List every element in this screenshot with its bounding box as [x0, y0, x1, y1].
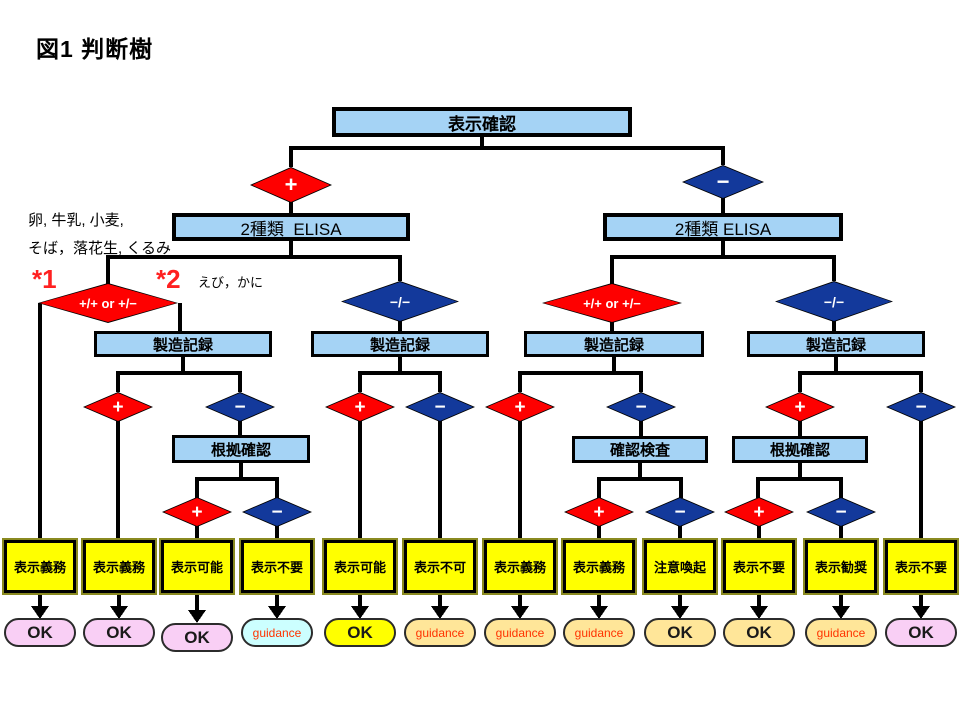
production-record-box-4: 製造記録: [747, 331, 925, 357]
down-arrowhead: [912, 606, 930, 619]
result-oval-5: OK: [324, 618, 396, 647]
down-arrowhead: [431, 606, 449, 619]
down-arrowhead: [110, 606, 128, 619]
decision-diamond-minus-rec4: −: [886, 392, 956, 422]
outcome-box-6: 表示不可: [404, 540, 476, 593]
outcome-box-9: 注意喚起: [644, 540, 716, 593]
outcome-box-12: 表示不要: [885, 540, 957, 593]
evidence-check-box-right: 根拠確認: [732, 436, 868, 463]
down-arrowhead: [31, 606, 49, 619]
outcome-box-11: 表示勧奨: [805, 540, 877, 593]
outcome-box-10: 表示不要: [723, 540, 795, 593]
production-record-box-1: 製造記録: [94, 331, 272, 357]
outcome-box-1: 表示義務: [4, 540, 76, 593]
decision-diamond-plus-rec2: +: [325, 392, 395, 422]
decision-diamond-double-positive-right: +/+ or +/−: [542, 283, 682, 323]
decision-diamond-plus-inspection: +: [564, 497, 634, 527]
decision-diamond-positive-top: +: [250, 167, 332, 203]
result-oval-6: guidance: [404, 618, 476, 647]
result-oval-10: OK: [723, 618, 795, 647]
outcome-box-3: 表示可能: [161, 540, 233, 593]
down-arrowhead: [750, 606, 768, 619]
result-oval-9: OK: [644, 618, 716, 647]
result-oval-7: guidance: [484, 618, 556, 647]
result-oval-1: OK: [4, 618, 76, 647]
decision-diamond-double-negative-left: −/−: [341, 281, 459, 322]
decision-diamond-double-positive-left: +/+ or +/−: [38, 283, 178, 323]
production-record-box-2: 製造記録: [311, 331, 489, 357]
outcome-box-2: 表示義務: [83, 540, 155, 593]
allergen-note-line2: そば，落花生, くるみ: [28, 240, 172, 257]
figure-title: 図1 判断樹: [36, 36, 154, 62]
elisa-test-box-left: 2種類 ELISA: [172, 213, 410, 241]
down-arrowhead: [351, 606, 369, 619]
result-oval-2: OK: [83, 618, 155, 647]
elisa-test-box-right: 2種類 ELISA: [603, 213, 843, 241]
decision-diamond-plus-basis-right: +: [724, 497, 794, 527]
down-arrowhead: [268, 606, 286, 619]
down-arrowhead: [671, 606, 689, 619]
decision-diamond-double-negative-right: −/−: [775, 281, 893, 322]
outcome-box-4: 表示不要: [241, 540, 313, 593]
decision-diamond-minus-rec1: −: [205, 392, 275, 422]
decision-diamond-minus-rec3: −: [606, 392, 676, 422]
down-arrowhead: [511, 606, 529, 619]
decision-diamond-negative-top: −: [682, 165, 764, 199]
footnote-star1: *1: [32, 264, 57, 294]
evidence-check-box-left: 根拠確認: [172, 435, 310, 463]
decision-diamond-minus-rec2: −: [405, 392, 475, 422]
footnote-star2: *2: [156, 264, 181, 294]
down-arrowhead: [188, 610, 206, 623]
result-oval-12: OK: [885, 618, 957, 647]
down-arrowhead: [832, 606, 850, 619]
decision-diamond-plus-basis-left: +: [162, 497, 232, 527]
outcome-box-5: 表示可能: [324, 540, 396, 593]
label-verification-box: 表示確認: [332, 107, 632, 137]
decision-diamond-plus-rec1: +: [83, 392, 153, 422]
result-oval-4: guidance: [241, 618, 313, 647]
allergen-note-line1: 卵, 牛乳, 小麦,: [28, 212, 124, 229]
decision-diamond-plus-rec4: +: [765, 392, 835, 422]
confirmation-test-box: 確認検査: [572, 436, 708, 463]
decision-diamond-plus-rec3: +: [485, 392, 555, 422]
decision-diamond-minus-basis-left: −: [242, 497, 312, 527]
shrimp-crab-note: えび，かに: [198, 275, 264, 290]
decision-diamond-minus-inspection: −: [645, 497, 715, 527]
outcome-box-8: 表示義務: [563, 540, 635, 593]
result-oval-11: guidance: [805, 618, 877, 647]
decision-diamond-minus-basis-right: −: [806, 497, 876, 527]
result-oval-3: OK: [161, 623, 233, 652]
result-oval-8: guidance: [563, 618, 635, 647]
production-record-box-3: 製造記録: [524, 331, 704, 357]
outcome-box-7: 表示義務: [484, 540, 556, 593]
down-arrowhead: [590, 606, 608, 619]
